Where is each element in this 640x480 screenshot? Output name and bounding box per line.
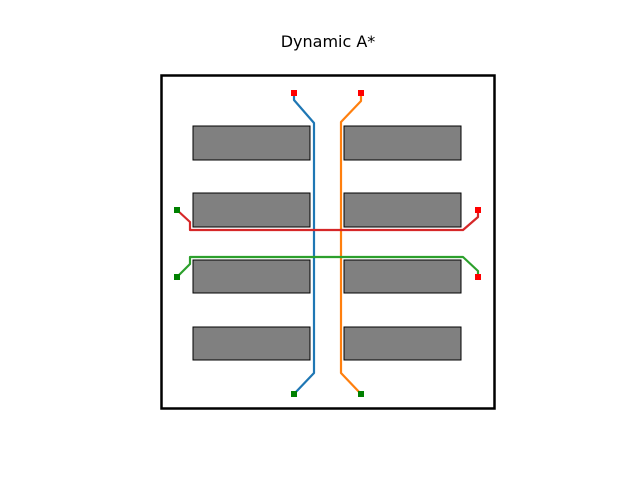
shelf-row4-right: [343, 326, 462, 361]
path-orange: [339, 93, 363, 395]
shelf-row1-right: [343, 125, 462, 161]
shelf-row2-left: [192, 192, 311, 228]
path-green: [176, 255, 480, 278]
obstacles: [192, 125, 462, 361]
diagram-title: Dynamic A*: [280, 32, 376, 51]
shelf-row3-left: [192, 259, 311, 294]
goal-marker-orange: [358, 90, 364, 96]
goal-marker-red: [475, 207, 481, 213]
path-red: [176, 209, 480, 232]
goal-marker-blue: [291, 90, 297, 96]
shelf-row4-left: [192, 326, 311, 361]
shelf-row3-right: [343, 259, 462, 294]
goal-marker-green: [475, 274, 481, 280]
start-marker-orange: [358, 391, 364, 397]
paths: [176, 93, 480, 395]
shelf-row2-right: [343, 192, 462, 228]
start-marker-red: [174, 207, 180, 213]
start-marker-green: [174, 274, 180, 280]
shelf-row1-left: [192, 125, 311, 161]
start-marker-blue: [291, 391, 297, 397]
markers: [174, 90, 481, 397]
path-blue: [292, 93, 316, 395]
